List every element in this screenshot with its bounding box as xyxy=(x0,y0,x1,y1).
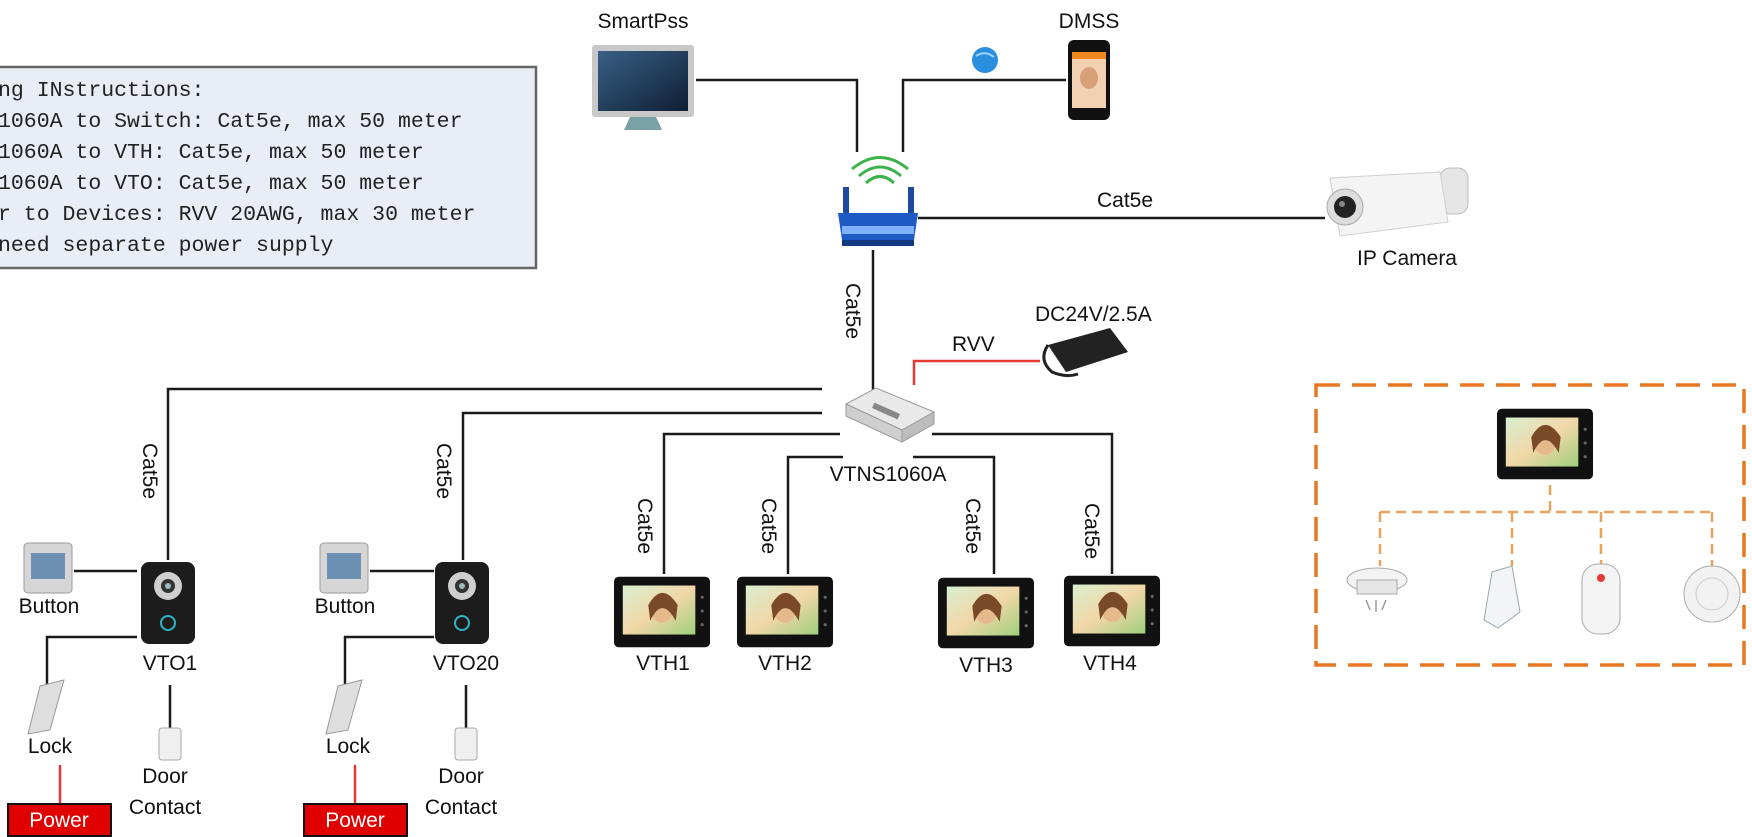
lock-label: Lock xyxy=(326,735,371,758)
power-label: Power xyxy=(325,809,385,832)
vth4-label: VTH4 xyxy=(1083,652,1137,675)
vth1-indoor-monitor: VTH1 xyxy=(613,576,711,675)
button-label: Button xyxy=(315,595,376,618)
cat5e-label: Cat5e xyxy=(961,498,984,554)
globe-icon xyxy=(972,47,998,73)
lock-1: Lock xyxy=(27,679,73,758)
power-supply-1: Power xyxy=(7,803,112,837)
vth3-label: VTH3 xyxy=(959,654,1013,677)
door-contact-1: Door Contact xyxy=(129,727,202,819)
vto20-link xyxy=(461,411,822,560)
alarm-monitor xyxy=(1496,408,1594,480)
pir-sensor-icon xyxy=(1483,565,1521,629)
cat5e-label: Cat5e xyxy=(841,283,864,339)
lock-label: Lock xyxy=(28,735,73,758)
cat5e-label: Cat5e xyxy=(1097,189,1153,212)
cat5e-connections xyxy=(45,78,1325,730)
vth3-indoor-monitor: VTH3 xyxy=(937,577,1035,677)
dmss-link xyxy=(901,78,1066,152)
power-adapter-label: DC24V/2.5A xyxy=(1035,303,1152,326)
rvv-connections xyxy=(58,359,1040,805)
wiring-instructions: ng INstructions: 1060A to Switch: Cat5e,… xyxy=(0,65,538,270)
vth3-link xyxy=(913,455,996,574)
ip-camera-label: IP Camera xyxy=(1357,247,1457,270)
cat5e-label: Cat5e xyxy=(138,443,161,499)
cat5e-label: Cat5e xyxy=(432,443,455,499)
button-label: Button xyxy=(19,595,80,618)
instruction-line: r to Devices: RVV 20AWG, max 30 meter xyxy=(0,203,475,227)
power-label: Power xyxy=(29,809,89,832)
instruction-line: 1060A to Switch: Cat5e, max 50 meter xyxy=(0,110,462,134)
power-supply-20: Power xyxy=(303,803,408,837)
contact-label: Contact xyxy=(425,796,498,819)
door-label: Door xyxy=(438,765,484,788)
lock-20: Lock xyxy=(325,679,371,758)
exit-button-1: Button xyxy=(19,542,80,618)
alarm-zone xyxy=(1314,383,1746,667)
vth2-indoor-monitor: VTH2 xyxy=(736,576,834,675)
alarm-zone-border xyxy=(1314,383,1746,667)
smartpss-link xyxy=(696,78,859,152)
cat5e-label: Cat5e xyxy=(633,498,656,554)
vto1-label: VTO1 xyxy=(143,652,197,675)
vto1-outdoor-station: VTO1 xyxy=(140,561,197,675)
instruction-line: 1060A to VTH: Cat5e, max 50 meter xyxy=(0,141,424,165)
exit-button-20: Button xyxy=(315,542,376,618)
vth4-indoor-monitor: VTH4 xyxy=(1063,575,1161,675)
smoke-detector-icon xyxy=(1346,567,1408,612)
vto20-outdoor-station: VTO20 xyxy=(433,561,499,675)
dmss-label: DMSS xyxy=(1059,10,1120,33)
vth2-label: VTH2 xyxy=(758,652,812,675)
vto1-link xyxy=(166,387,822,560)
door-contact-20: Door Contact xyxy=(425,727,498,819)
vth2-link xyxy=(786,455,843,574)
vto20-label: VTO20 xyxy=(433,652,499,675)
contact-label: Contact xyxy=(129,796,202,819)
switch-label: VTNS1060A xyxy=(830,463,947,486)
wifi-router xyxy=(838,156,918,246)
dmss-phone: DMSS xyxy=(972,10,1119,120)
door-label: Door xyxy=(142,765,188,788)
cat5e-label: Cat5e xyxy=(1080,503,1103,559)
rvv-power-link xyxy=(912,359,1040,385)
instructions-box xyxy=(0,65,538,270)
wifi-icon xyxy=(864,175,896,185)
lock20-link xyxy=(343,635,434,685)
motion-detector-icon xyxy=(1581,563,1621,635)
smoke-alarm-icon xyxy=(1683,565,1741,623)
vth1-link xyxy=(662,432,840,574)
vtns1060a-switch: VTNS1060A xyxy=(830,387,947,486)
vth1-label: VTH1 xyxy=(636,652,690,675)
smartpss-monitor: SmartPss xyxy=(592,10,694,130)
instruction-line: ng INstructions: xyxy=(0,79,204,103)
power-adapter: DC24V/2.5A xyxy=(1035,303,1152,378)
instruction-line: need separate power supply xyxy=(0,234,334,258)
instruction-line: 1060A to VTO: Cat5e, max 50 meter xyxy=(0,172,424,196)
rvv-label: RVV xyxy=(952,333,995,356)
lock1-link xyxy=(45,635,137,685)
vth4-link xyxy=(932,432,1114,574)
cat5e-label: Cat5e xyxy=(757,498,780,554)
ip-camera: IP Camera xyxy=(1326,167,1469,270)
smartpss-label: SmartPss xyxy=(597,10,688,33)
